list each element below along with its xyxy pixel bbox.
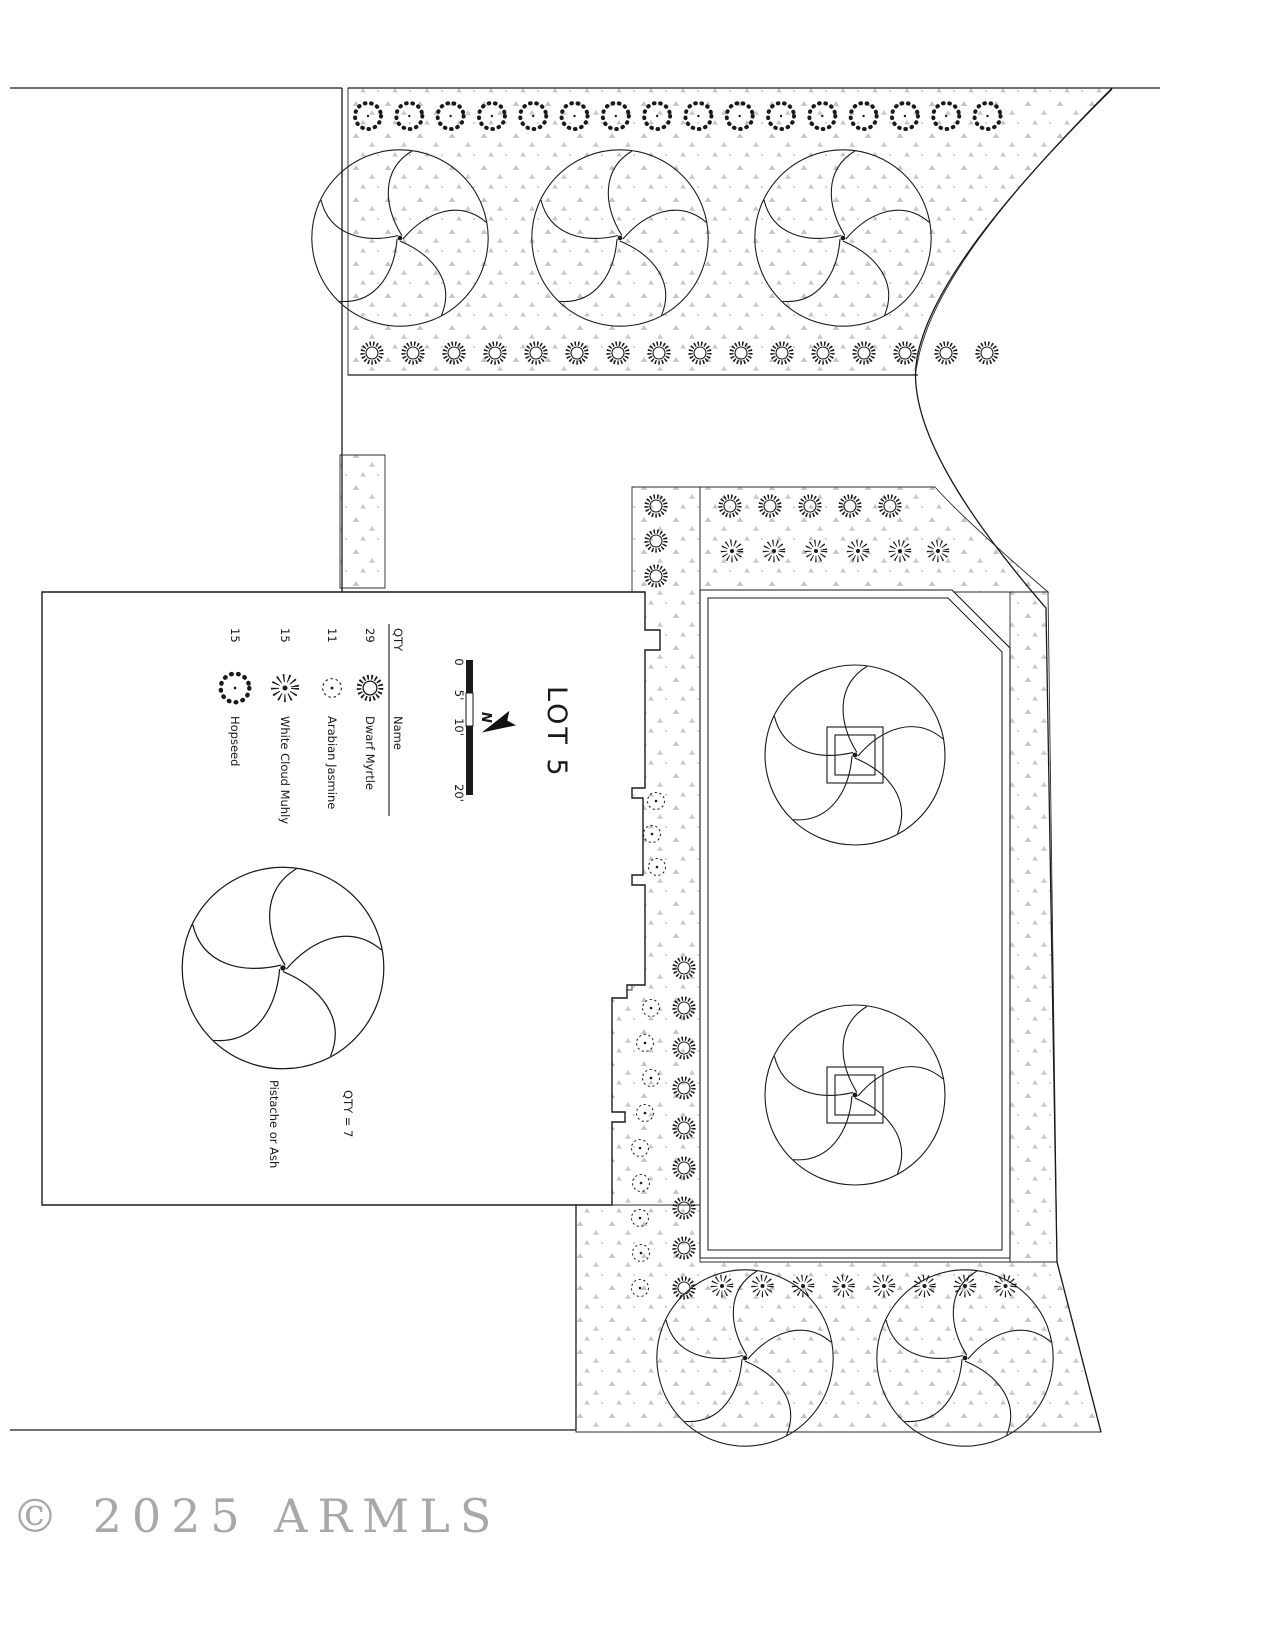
courtyard-patio: [699, 589, 1011, 1259]
legend-qty-white-cloud-muhly: 15: [278, 628, 292, 643]
legend-qty-dwarf-myrtle: 29: [363, 628, 377, 643]
property-lines: [10, 87, 1160, 1433]
scale-bar-segment: [465, 692, 474, 727]
scale-bar-segment: [466, 726, 473, 795]
legend-name-dwarf-myrtle: Dwarf Myrtle: [363, 716, 377, 790]
scale-label-0: 0: [452, 658, 466, 665]
north-arrow: N: [478, 710, 517, 733]
gravel-band-courtyard-right: [1009, 591, 1058, 1263]
legend-name-header: Name: [391, 716, 405, 750]
scale-bar: 0 5' 10' 20': [452, 658, 474, 802]
tree-species-note: Pistache or Ash: [267, 1080, 281, 1168]
north-arrow-icon: [481, 710, 517, 733]
legend-qty-hopseed: 15: [228, 628, 242, 643]
dwarf-myrtle-shrub: [937, 344, 956, 363]
scale-label-20: 20': [452, 784, 466, 802]
legend-qty-arabian-jasmine: 11: [325, 628, 339, 643]
legend-qty-header: QTY: [391, 628, 405, 652]
legend: QTY Name 29 Dwarf Myrtle 11 Arabian Jasm…: [221, 624, 405, 824]
dwarf-myrtle-shrub: [978, 344, 997, 363]
gravel-band-courtyard-top: [699, 486, 1050, 593]
gravel-strip-left: [339, 454, 386, 589]
scale-label-5: 5': [452, 690, 466, 700]
lot-title: LOT 5: [541, 686, 572, 779]
watermark: © 2025 ARMLS: [12, 1489, 501, 1543]
north-label: N: [478, 712, 493, 723]
legend-name-arabian-jasmine: Arabian Jasmine: [325, 716, 339, 809]
tree-qty-note: QTY = 7: [341, 1090, 355, 1137]
building-footprint: [41, 591, 661, 1206]
gravel-area-top-band: [347, 87, 1114, 376]
scale-label-10: 10': [452, 718, 466, 736]
scale-bar-segment: [466, 660, 473, 693]
curved-street-boundary: [915, 88, 1113, 1433]
legend-name-hopseed: Hopseed: [228, 716, 242, 766]
legend-name-white-cloud-muhly: White Cloud Muhly: [278, 716, 292, 824]
